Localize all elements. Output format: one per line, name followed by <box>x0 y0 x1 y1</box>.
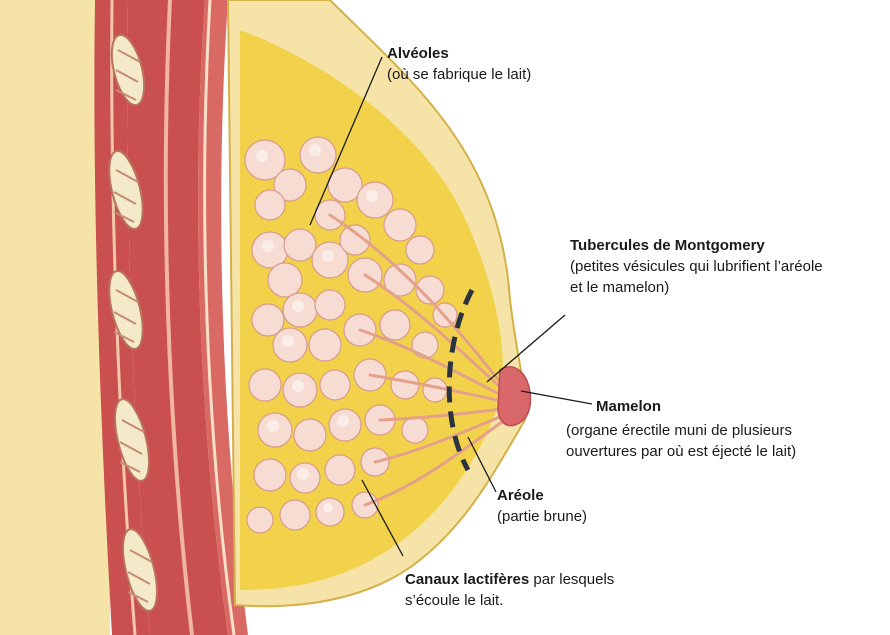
label-montgomery-title: Tubercules de Montgomery <box>570 237 765 254</box>
chest-wall <box>94 0 248 635</box>
nipple <box>498 367 530 426</box>
label-areole-title: Aréole <box>497 487 544 504</box>
label-canaux-desc-1: par lesquels <box>529 571 614 588</box>
label-areole-desc: (partie brune) <box>497 508 587 525</box>
label-alveoles: Alvéoles (où se fabrique le lait) <box>387 43 531 85</box>
label-canaux: Canaux lactifères par lesquels s’écoule … <box>405 569 614 611</box>
label-alveoles-desc: (où se fabrique le lait) <box>387 66 531 83</box>
label-mamelon-title: Mamelon <box>596 398 661 415</box>
skin-region <box>0 0 110 635</box>
label-mamelon-desc: (organe érectile muni de plusieurs ouver… <box>566 420 796 462</box>
label-mamelon-desc-1: (organe érectile muni de plusieurs <box>566 422 792 439</box>
label-areole: Aréole (partie brune) <box>497 485 587 527</box>
label-montgomery: Tubercules de Montgomery (petites vésicu… <box>570 235 823 298</box>
label-alveoles-title: Alvéoles <box>387 45 449 62</box>
label-mamelon-desc-2: ouvertures par où est éjecté le lait) <box>566 443 796 460</box>
label-mamelon: Mamelon <box>596 396 661 417</box>
label-montgomery-desc-1: (petites vésicules qui lubrifient l’aréo… <box>570 258 823 275</box>
label-montgomery-desc-2: et le mamelon) <box>570 279 669 296</box>
label-canaux-title: Canaux lactifères <box>405 571 529 588</box>
label-canaux-desc-2: s’écoule le lait. <box>405 592 503 609</box>
